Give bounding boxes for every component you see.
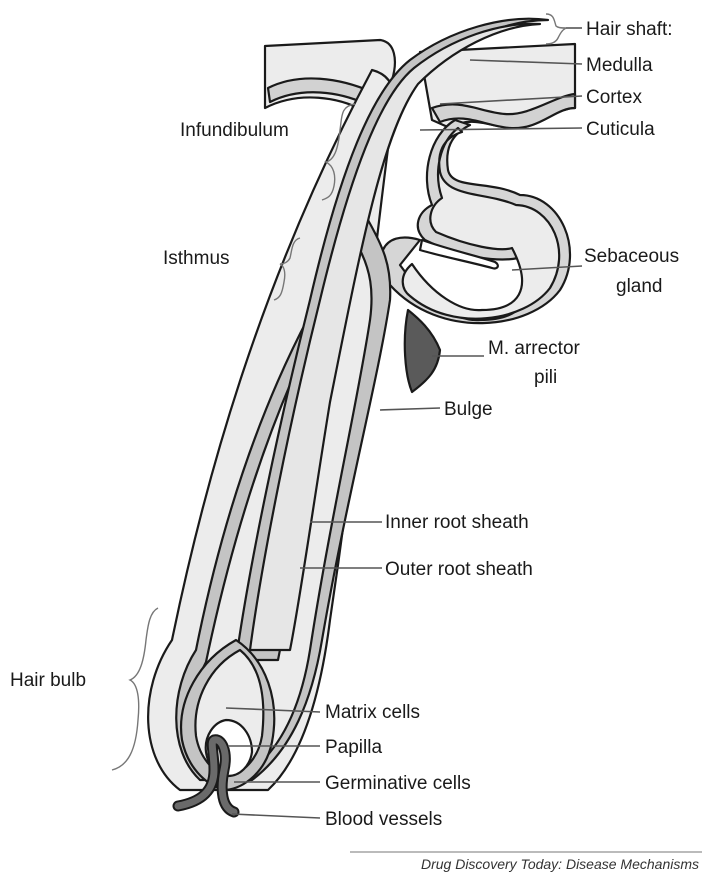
label-cuticula: Cuticula	[586, 119, 655, 140]
label-infundibulum: Infundibulum	[180, 120, 289, 141]
label-papilla: Papilla	[325, 737, 382, 758]
label-bulge: Bulge	[444, 399, 493, 420]
label-medulla: Medulla	[586, 55, 653, 76]
label-hair-shaft: Hair shaft:	[586, 19, 673, 40]
label-outer-root-sheath: Outer root sheath	[385, 559, 533, 580]
label-matrix-cells: Matrix cells	[325, 702, 420, 723]
label-hair-bulb: Hair bulb	[10, 670, 86, 691]
label-arrector-line1: M. arrector	[488, 338, 581, 359]
credit-text: Drug Discovery Today: Disease Mechanisms	[421, 856, 699, 872]
sebaceous-gland	[381, 120, 570, 323]
label-blood-vessels: Blood vessels	[325, 809, 442, 830]
arrector-pili-muscle	[405, 310, 440, 392]
label-cortex: Cortex	[586, 87, 642, 108]
label-isthmus: Isthmus	[163, 248, 230, 269]
label-germinative-cells: Germinative cells	[325, 773, 471, 794]
label-sebaceous-line2: gland	[616, 276, 663, 297]
hair-shaft-brace	[546, 14, 566, 44]
label-arrector-line2: pili	[534, 367, 557, 388]
label-sebaceous-line1: Sebaceous	[584, 246, 679, 267]
label-inner-root-sheath: Inner root sheath	[385, 512, 529, 533]
